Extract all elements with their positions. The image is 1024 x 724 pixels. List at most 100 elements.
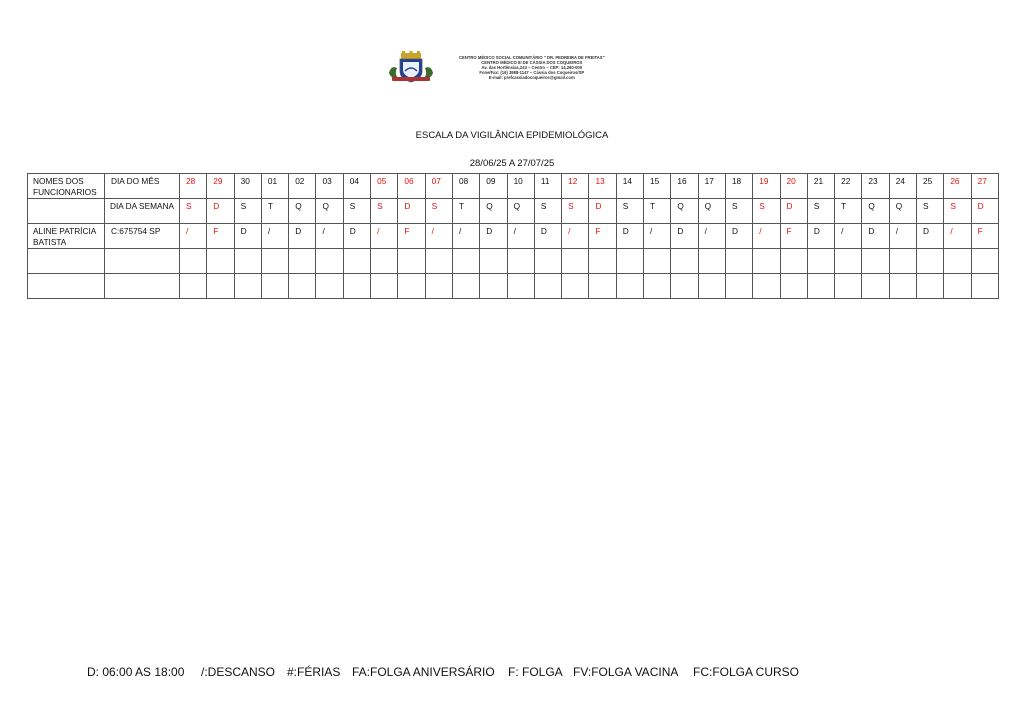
empty-cell (315, 273, 344, 299)
empty-cell (260, 248, 290, 274)
document-title: ESCALA DA VIGILÂNCIA EPIDEMIOLÓGICA (415, 130, 609, 141)
empty-cell (970, 248, 999, 274)
shift-cell: / (752, 223, 781, 249)
legend-item: FC:FOLGA CURSO (693, 665, 800, 679)
shift-cell: D (916, 223, 945, 249)
day-cell: 24 (888, 173, 918, 199)
shift-cell: / (178, 223, 208, 249)
shift-cell: D (806, 223, 836, 249)
empty-cell (888, 273, 918, 299)
day-cell: 29 (206, 173, 235, 199)
empty-cell (806, 248, 836, 274)
empty-cell (424, 248, 453, 274)
weekday-cell: T (834, 198, 863, 224)
legend-item: F: FOLGA (508, 665, 563, 679)
empty-cell (451, 248, 481, 274)
empty-cell (834, 248, 863, 274)
weekday-cell: T (643, 198, 672, 224)
day-cell: 15 (643, 173, 672, 199)
empty-cell (834, 273, 863, 299)
shift-cell: D (861, 223, 890, 249)
day-cell: 11 (533, 173, 563, 199)
empty-cell (615, 248, 645, 274)
empty-cell (424, 273, 453, 299)
day-cell: 14 (615, 173, 645, 199)
shift-cell: / (451, 223, 481, 249)
day-cell: 26 (943, 173, 972, 199)
weekday-cell: D (588, 198, 617, 224)
empty-cell (533, 248, 563, 274)
address-line: Fone/Fax: (16) 3988-1147 – Cássia dos Co… (479, 69, 585, 75)
weekday-cell: S (424, 198, 453, 224)
day-cell: 23 (861, 173, 890, 199)
empty-cell (752, 248, 781, 274)
day-cell: 05 (370, 173, 399, 199)
shift-cell: D (233, 223, 262, 249)
shift-cell: / (315, 223, 344, 249)
day-cell: 25 (916, 173, 945, 199)
shift-cell: F (397, 223, 426, 249)
empty-cell (943, 273, 972, 299)
day-cell: 22 (834, 173, 863, 199)
weekday-cell: D (397, 198, 426, 224)
day-cell: 28 (178, 173, 208, 199)
empty-cell (533, 273, 563, 299)
shift-cell: D (479, 223, 508, 249)
day-cell: 07 (424, 173, 453, 199)
day-cell: 21 (806, 173, 836, 199)
shift-cell: F (206, 223, 235, 249)
empty-cell (643, 273, 672, 299)
empty-cell (315, 248, 344, 274)
legend-item: #:FÉRIAS (287, 665, 341, 679)
shift-cell: D (615, 223, 645, 249)
shift-cell: D (670, 223, 699, 249)
shift-cell: D (724, 223, 754, 249)
shift-cell: / (370, 223, 399, 249)
empty-cell (752, 273, 781, 299)
day-cell: 01 (260, 173, 290, 199)
municipal-crest-icon (389, 51, 433, 83)
empty-cell (943, 248, 972, 274)
address-line: CENTRO MÉDICO SOCIAL COMUNITÁRIO " DR. P… (459, 54, 605, 60)
empty-row (27, 248, 999, 274)
day-cell: 04 (342, 173, 372, 199)
shift-cell: / (943, 223, 972, 249)
day-cell: 02 (288, 173, 317, 199)
shift-cell: / (506, 223, 535, 249)
empty-cell (233, 248, 262, 274)
weekday-cell: Q (288, 198, 317, 224)
empty-cell (27, 248, 105, 274)
weekday-cell: Q (861, 198, 890, 224)
shift-cell: / (834, 223, 863, 249)
weekday-cell: S (724, 198, 754, 224)
empty-cell (861, 248, 890, 274)
empty-cell (779, 248, 808, 274)
shift-cell: F (970, 223, 999, 249)
empty-cell (451, 273, 481, 299)
day-cell: 10 (506, 173, 535, 199)
weekday-cell: Q (506, 198, 535, 224)
shift-cell: / (643, 223, 672, 249)
empty-cell (260, 273, 290, 299)
day-cell: 20 (779, 173, 808, 199)
name-header-cell: NOMES DOS FUNCIONARIOS (27, 173, 105, 199)
weekday-cell: Q (670, 198, 699, 224)
empty-cell (615, 273, 645, 299)
legend-item: FA:FOLGA ANIVERSÁRIO (352, 665, 495, 679)
shift-cell: / (424, 223, 453, 249)
schedule-period: 28/06/25 A 27/07/25 (469, 158, 555, 169)
weekday-cell: D (970, 198, 999, 224)
empty-cell (561, 248, 590, 274)
letterhead-address: CENTRO MÉDICO SOCIAL COMUNITÁRIO " DR. P… (459, 55, 605, 80)
empty-cell (233, 273, 262, 299)
empty-cell (670, 248, 699, 274)
empty-cell (479, 248, 508, 274)
empty-cell (288, 273, 317, 299)
shift-cell: / (697, 223, 726, 249)
weekday-cell: T (260, 198, 290, 224)
weekday-cell: Q (697, 198, 726, 224)
weekday-cell: Q (888, 198, 918, 224)
